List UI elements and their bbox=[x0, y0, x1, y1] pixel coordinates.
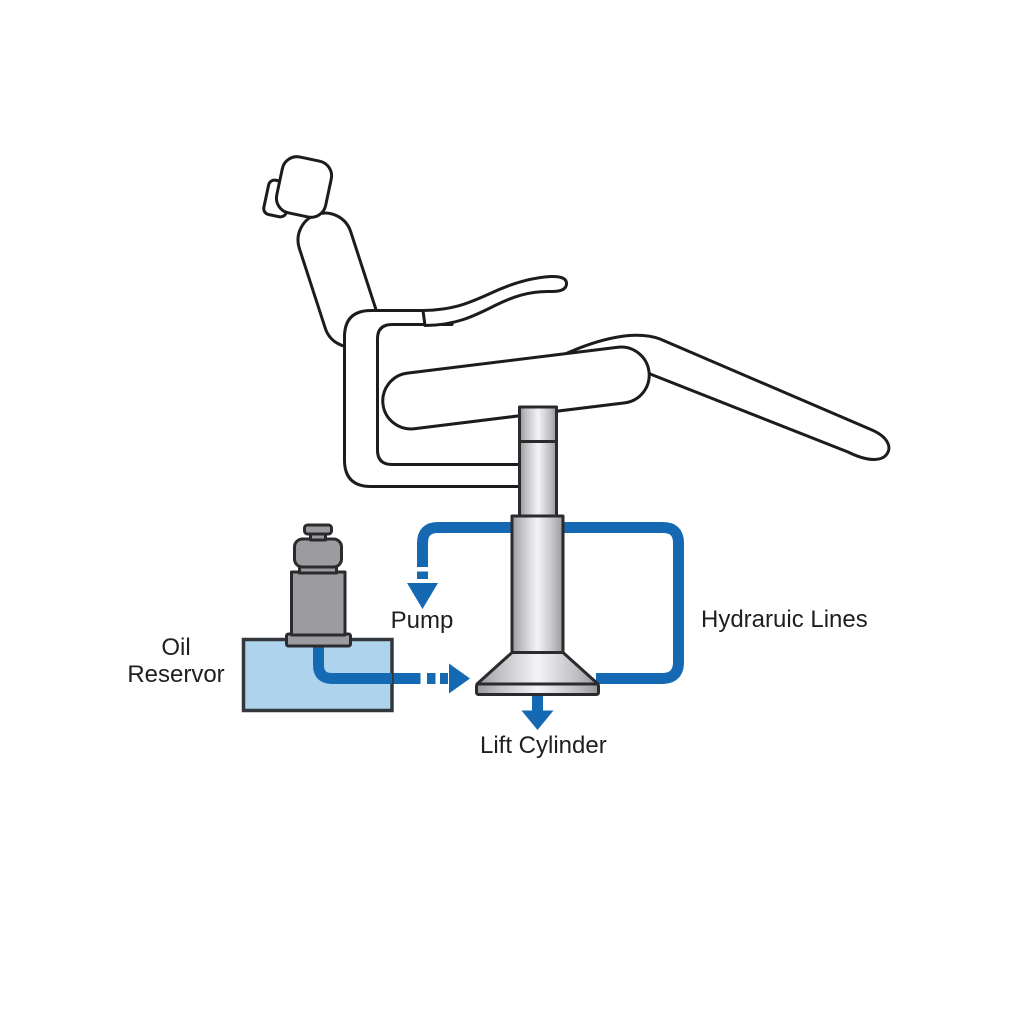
oil-reservoir-label-line2: Reservor bbox=[127, 661, 225, 688]
reservoir-pipe-inside bbox=[313, 641, 392, 684]
pump-knob-cap bbox=[303, 523, 333, 536]
hydraulic-loop-line bbox=[417, 522, 684, 684]
chair-armrest bbox=[421, 274, 568, 327]
lift-cylinder-body bbox=[510, 514, 565, 654]
pump-assembly bbox=[285, 523, 352, 648]
hydraulic-lines-label: Hydraruic Lines bbox=[701, 606, 868, 633]
lift-column-lower-segment bbox=[518, 440, 558, 518]
cylinder-base-cone bbox=[475, 651, 600, 686]
lift-column-upper-segment bbox=[518, 405, 558, 443]
lift-cylinder-label: Lift Cylinder bbox=[480, 732, 607, 759]
chair-headrest bbox=[274, 155, 334, 219]
cylinder-base-plate bbox=[475, 682, 600, 696]
pump-label: Pump bbox=[390, 607, 454, 634]
flow-arrow-right-icon bbox=[449, 663, 470, 694]
flow-arrow-down-icon bbox=[407, 583, 438, 609]
oil-reservoir-label: Oil Reservor bbox=[112, 634, 240, 688]
pump-body bbox=[290, 570, 347, 637]
oil-reservoir-label-line1: Oil bbox=[161, 634, 191, 661]
lift-arrow-down-icon bbox=[521, 710, 554, 730]
chair-seat-cushion bbox=[381, 345, 651, 431]
pump-cap bbox=[293, 537, 343, 569]
